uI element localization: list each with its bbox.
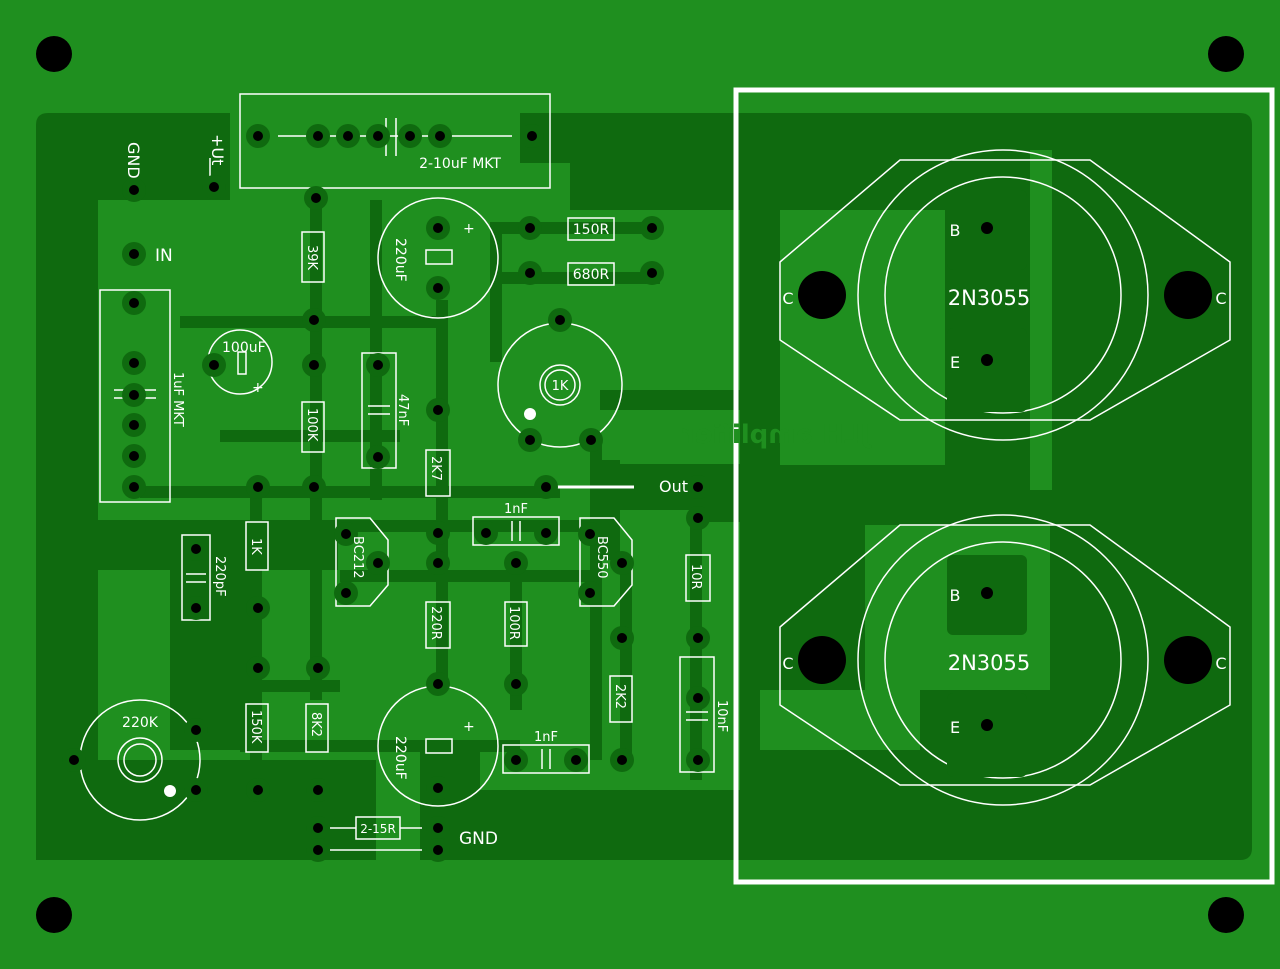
q2-part-label: 2N3055 xyxy=(948,651,1031,675)
cap-1uf-mkt-label: 1uF MKT xyxy=(170,372,185,427)
r-680r-label: 680R xyxy=(573,267,610,283)
to3-case-outer xyxy=(857,514,1149,806)
to3-outline xyxy=(779,524,1231,786)
to3-case-inner xyxy=(884,541,1122,779)
cap-47nf-label: 47nF xyxy=(395,394,410,426)
mounting-hole-c-left xyxy=(798,636,846,684)
to3-case-inner xyxy=(884,176,1122,414)
r-8k2-label: 8K2 xyxy=(308,712,323,737)
transistor-q2-2n3055: 2N3055 B E C C xyxy=(779,514,1231,806)
output-label: Out xyxy=(659,477,688,496)
cap-input-top-label: 2-10uF MKT xyxy=(419,156,501,172)
r-39k-label: 39K xyxy=(304,245,319,271)
r-150r-label: 150R xyxy=(573,222,610,238)
r-100r-label: 100R xyxy=(506,606,521,640)
cap-100uf-plus: + xyxy=(252,380,264,396)
cap-100uf-label: 100uF xyxy=(222,340,266,356)
vcc-label: +Ut xyxy=(208,134,227,165)
transistor-q1-2n3055: 2N3055 B E C C xyxy=(779,149,1231,441)
q2-pin-c-right-label: C xyxy=(1215,654,1226,673)
cap-10nf-label: 10nF xyxy=(714,700,729,732)
transistor-bc550-label: BC550 xyxy=(594,536,609,579)
mounting-hole-c-left xyxy=(798,271,846,319)
q1-part-label: 2N3055 xyxy=(948,286,1031,310)
q1-pin-c-left-label: C xyxy=(782,289,793,308)
q2-pin-c-left-label: C xyxy=(782,654,793,673)
heatsink-outline xyxy=(733,87,1275,885)
q1-pin-c-right-label: C xyxy=(1215,289,1226,308)
to3-outline xyxy=(779,159,1231,421)
input-label: IN xyxy=(155,246,173,266)
board-title-mirrored: JLH amplifier xyxy=(682,420,872,450)
q1-pin-b-label: B xyxy=(950,221,961,240)
mounting-hole-c-right xyxy=(1164,636,1212,684)
cap-220uf-bottom-label: 220uF xyxy=(392,736,408,780)
pot-1k-label: 1K xyxy=(552,379,569,394)
cap-1nf-mid-label: 1nF xyxy=(504,502,528,517)
mounting-hole-c-right xyxy=(1164,271,1212,319)
pot-220k-label: 220K xyxy=(122,715,159,731)
gnd-top-label: GND xyxy=(124,142,143,179)
silkscreen-labels: GND +Ut IN 39K 220uF + 150R 680R 100uF +… xyxy=(122,134,729,849)
q1-pin-e-label: E xyxy=(950,353,960,372)
r-2-15r-label: 2-15R xyxy=(360,822,396,836)
to3-case-outer xyxy=(857,149,1149,441)
cap-220uf-top-plus: + xyxy=(463,221,475,237)
r-100k-label: 100K xyxy=(304,408,319,442)
r-1k-label: 1K xyxy=(248,538,263,555)
pads xyxy=(62,124,710,862)
r-220r-label: 220R xyxy=(428,606,443,640)
mounting-holes xyxy=(36,36,1244,933)
cap-220uf-bottom-plus: + xyxy=(463,719,475,735)
r-10r-label: 10R xyxy=(688,564,703,590)
cap-1nf-bottom-label: 1nF xyxy=(534,730,558,745)
q2-pin-b-label: B xyxy=(950,586,961,605)
transistor-bc212-label: BC212 xyxy=(350,536,365,579)
r-150k-label: 150K xyxy=(248,710,263,744)
r-2k2-label: 2K2 xyxy=(612,684,627,709)
gnd-bottom-label: GND xyxy=(459,829,498,849)
cap-220uf-top-label: 220uF xyxy=(392,238,408,282)
cap-220pf-label: 220pF xyxy=(212,556,227,597)
q2-pin-e-label: E xyxy=(950,718,960,737)
r-2k7-label: 2K7 xyxy=(428,456,443,481)
